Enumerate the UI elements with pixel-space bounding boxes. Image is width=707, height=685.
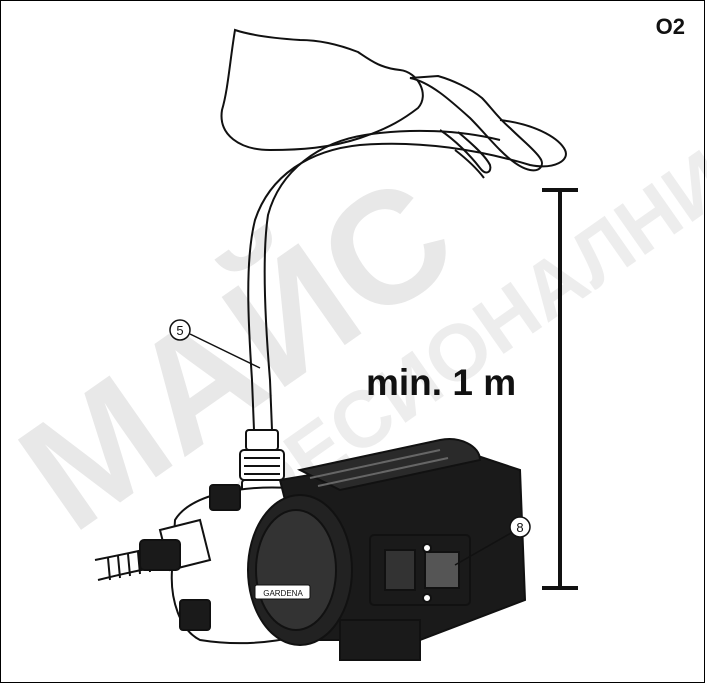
callout-5-number: 5 <box>176 323 183 338</box>
figure-id: O2 <box>655 14 685 39</box>
callout-8: 8 <box>454 516 531 566</box>
brand-plate: GARDENA <box>254 584 311 600</box>
switch-box <box>369 534 471 606</box>
brand-mark: GARDENA <box>263 589 303 598</box>
hose <box>247 119 567 431</box>
on-off-switch <box>424 551 460 589</box>
height-dimension-line <box>542 188 578 590</box>
hand-holding-hose <box>220 28 543 179</box>
measurement-label: min. 1 m <box>366 362 517 403</box>
pump-body <box>139 438 527 661</box>
callout-8-number: 8 <box>516 520 523 535</box>
callout-5: 5 <box>169 319 261 369</box>
